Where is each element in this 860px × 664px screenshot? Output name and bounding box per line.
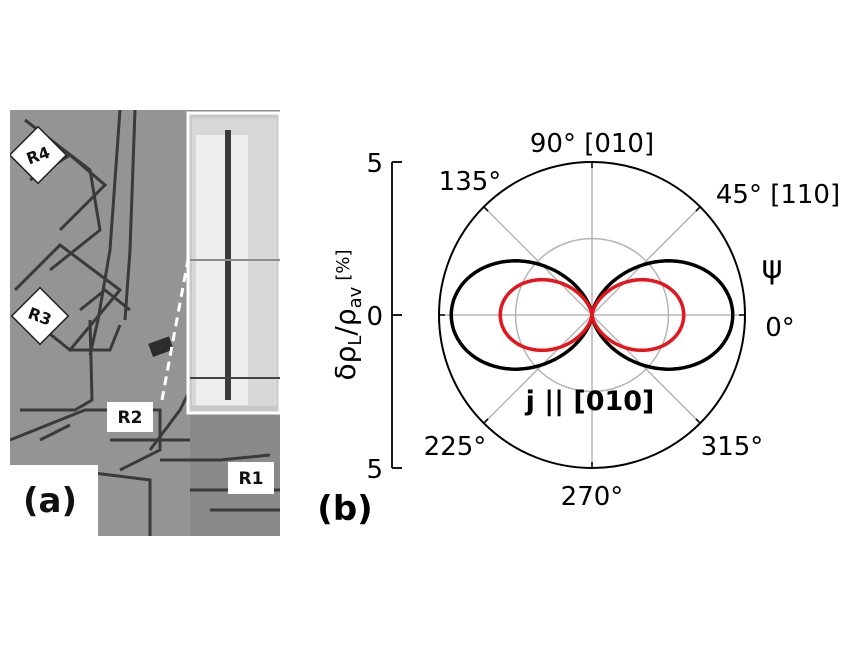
region-label-r1: R1 bbox=[228, 462, 274, 494]
inset-connector bbox=[160, 259, 190, 401]
polar-tick bbox=[695, 418, 701, 424]
inset-image bbox=[186, 111, 280, 415]
angle-label-45: 45° [110] bbox=[716, 180, 840, 210]
angle-label-225: 225° bbox=[424, 432, 487, 462]
series-red-curve bbox=[498, 277, 686, 353]
lithography-lines bbox=[10, 110, 280, 536]
grid-spoke bbox=[591, 314, 701, 424]
angle-label-315: 315° bbox=[701, 432, 764, 462]
panel-a-label: (a) bbox=[23, 481, 77, 521]
micrograph-panel: R4 R3 R2 R1 (a) bbox=[10, 110, 280, 536]
series-black-curve bbox=[449, 259, 735, 371]
region-label-r4: R4 bbox=[10, 125, 68, 185]
radial-axis: 5 0 5 bbox=[366, 149, 402, 485]
polar-series bbox=[449, 259, 735, 371]
polar-grid bbox=[438, 161, 746, 469]
svg-text:R2: R2 bbox=[118, 408, 143, 428]
region-label-r2: R2 bbox=[107, 402, 153, 432]
angle-label-270: 270° bbox=[561, 482, 624, 512]
radial-tick-label: 5 bbox=[366, 149, 383, 179]
grid-spoke bbox=[483, 314, 593, 424]
panel-b-label: (b) bbox=[317, 489, 372, 529]
radial-tick-label: 0 bbox=[366, 302, 383, 332]
svg-text:R1: R1 bbox=[239, 469, 264, 489]
grid-spoke bbox=[591, 206, 701, 316]
current-direction-label: j || [010] bbox=[525, 386, 655, 417]
radial-tick-label: 5 bbox=[366, 455, 383, 485]
psi-label: ψ bbox=[761, 248, 782, 286]
y-axis-label: δρL/ρav[%] bbox=[329, 250, 366, 381]
polar-tick bbox=[695, 206, 701, 212]
polar-tick bbox=[483, 418, 489, 424]
angle-label-135: 135° bbox=[439, 167, 502, 197]
polar-chart: 5 0 5 δρL/ρav[%] 90° [010] 45° [110] 135… bbox=[317, 129, 840, 529]
polar-tick bbox=[483, 206, 489, 212]
grid-spoke bbox=[483, 206, 593, 316]
angle-label-0: 0° bbox=[765, 313, 795, 343]
region-label-r3: R3 bbox=[10, 286, 70, 346]
angle-label-90: 90° [010] bbox=[530, 129, 654, 159]
